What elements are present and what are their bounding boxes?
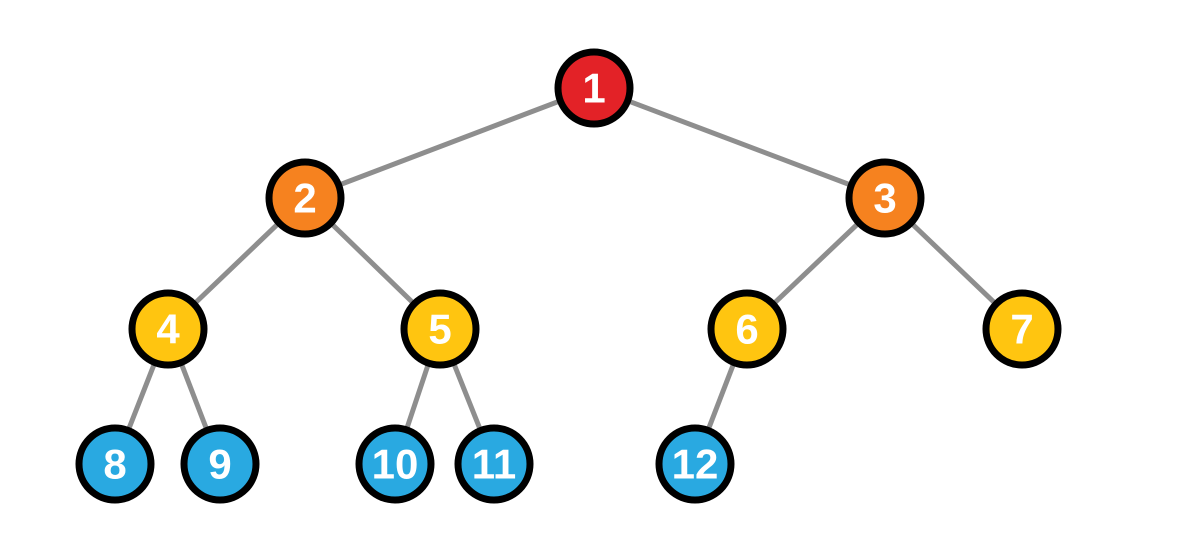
- tree-node-circle-10: [355, 424, 435, 504]
- tree-node-6: 6: [707, 289, 787, 369]
- tree-node-8: 8: [75, 424, 155, 504]
- tree-node-12: 12: [655, 424, 735, 504]
- tree-node-4: 4: [128, 289, 208, 369]
- tree-node-circle-2: [265, 158, 345, 238]
- tree-node-10: 10: [355, 424, 435, 504]
- tree-node-2: 2: [265, 158, 345, 238]
- tree-node-circle-1: [554, 48, 634, 128]
- tree-node-5: 5: [400, 289, 480, 369]
- tree-node-circle-12: [655, 424, 735, 504]
- tree-node-3: 3: [845, 158, 925, 238]
- tree-node-circle-7: [982, 289, 1062, 369]
- tree-node-7: 7: [982, 289, 1062, 369]
- tree-node-circle-4: [128, 289, 208, 369]
- tree-node-circle-6: [707, 289, 787, 369]
- tree-node-circle-9: [180, 424, 260, 504]
- tree-edge-1-3: [593, 85, 886, 201]
- tree-edges-layer: [112, 85, 1024, 465]
- tree-node-circle-8: [75, 424, 155, 504]
- tree-edge-1-2: [304, 85, 595, 201]
- tree-node-9: 9: [180, 424, 260, 504]
- tree-node-circle-5: [400, 289, 480, 369]
- tree-node-1: 1: [554, 48, 634, 128]
- tree-node-circle-11: [454, 424, 534, 504]
- tree-node-11: 11: [454, 424, 534, 504]
- tree-node-circle-3: [845, 158, 925, 238]
